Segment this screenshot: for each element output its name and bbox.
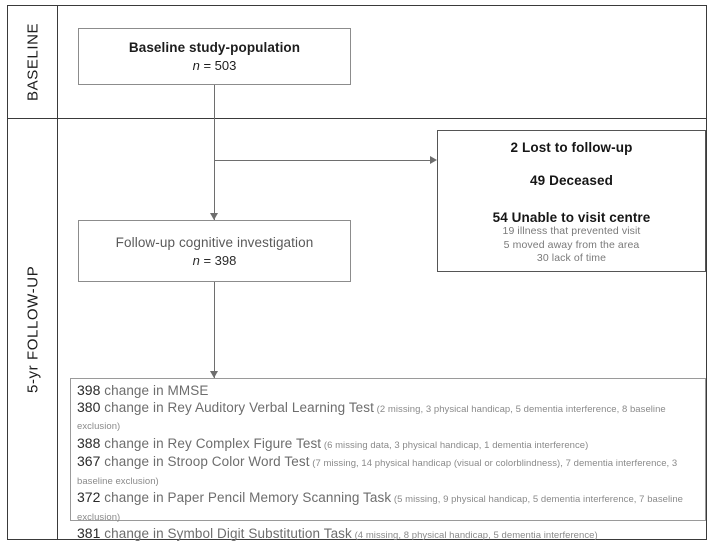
result-detail: (6 missing data, 3 physical handicap, 1 … <box>321 439 589 451</box>
baseline-box-count: n = 503 <box>193 58 237 73</box>
arrow-down-icon-results <box>210 371 218 378</box>
connector-followup-to-results <box>214 282 215 378</box>
followup-cognitive-investigation-box: Follow-up cognitive investigation n = 39… <box>78 220 351 282</box>
result-count: 398 <box>77 382 105 398</box>
panel-divider-vertical <box>57 5 58 540</box>
attrition-box: 2 Lost to follow-up 49 Deceased 54 Unabl… <box>437 130 706 272</box>
followup-count-value: = 398 <box>203 252 237 268</box>
result-line: 372 change in Paper Pencil Memory Scanni… <box>77 489 699 525</box>
result-detail: (7 missing, 14 physical handicap (visual… <box>77 458 678 487</box>
arrow-right-icon <box>430 156 437 164</box>
baseline-count-symbol: n <box>192 58 200 73</box>
result-label: change in Rey Complex Figure Test <box>104 435 322 451</box>
result-count: 380 <box>77 398 105 415</box>
result-detail: (5 missing, 9 physical handicap, 5 demen… <box>77 494 683 523</box>
result-line: 381 change in Symbol Digit Substitution … <box>77 525 699 543</box>
result-label: change in Symbol Digit Substitution Task <box>104 526 352 541</box>
attrition-unable-to-visit: 54 Unable to visit centre <box>492 210 651 225</box>
arrow-down-icon-followup <box>210 213 218 220</box>
panel-divider-horizontal <box>7 118 707 119</box>
result-label: change in MMSE <box>104 383 209 398</box>
stage-label-baseline: BASELINE <box>24 22 42 102</box>
followup-box-count: n = 398 <box>193 253 237 268</box>
outer-frame <box>7 5 707 540</box>
attrition-lost-to-followup: 2 Lost to follow-up <box>510 140 633 155</box>
result-line: 388 change in Rey Complex Figure Test (6… <box>77 434 699 454</box>
followup-box-title: Follow-up cognitive investigation <box>115 234 314 250</box>
followup-count-symbol: n <box>192 252 200 268</box>
result-label: change in Paper Pencil Memory Scanning T… <box>104 490 392 505</box>
result-count: 381 <box>77 525 105 541</box>
result-count: 367 <box>77 453 105 469</box>
result-detail: (2 missing, 3 physical handicap, 5 demen… <box>77 403 666 433</box>
attrition-deceased: 49 Deceased <box>530 173 613 188</box>
connector-branch-to-attrition <box>215 160 434 161</box>
result-line: 398 change in MMSE <box>77 382 699 399</box>
attrition-reason-moved: 5 moved away from the area <box>503 238 640 251</box>
baseline-study-population-box: Baseline study-population n = 503 <box>78 28 351 85</box>
connector-baseline-to-followup <box>214 85 215 220</box>
baseline-count-value: = 503 <box>203 58 237 73</box>
result-label: change in Stroop Color Word Test <box>104 454 310 469</box>
stage-label-followup: 5-yr FOLLOW-UP <box>24 265 42 393</box>
attrition-reason-time: 30 lack of time <box>536 252 607 264</box>
attrition-reason-illness: 19 illness that prevented visit <box>502 225 641 237</box>
result-count: 372 <box>77 489 105 505</box>
result-label: change in Rey Auditory Verbal Learning T… <box>104 399 374 415</box>
result-line: 367 change in Stroop Color Word Test (7 … <box>77 453 699 489</box>
baseline-box-title: Baseline study-population <box>128 40 301 55</box>
result-line: 380 change in Rey Auditory Verbal Learni… <box>77 398 699 435</box>
result-detail: (4 missing, 8 physical handicap, 5 demen… <box>351 530 598 541</box>
result-count: 388 <box>77 434 105 451</box>
